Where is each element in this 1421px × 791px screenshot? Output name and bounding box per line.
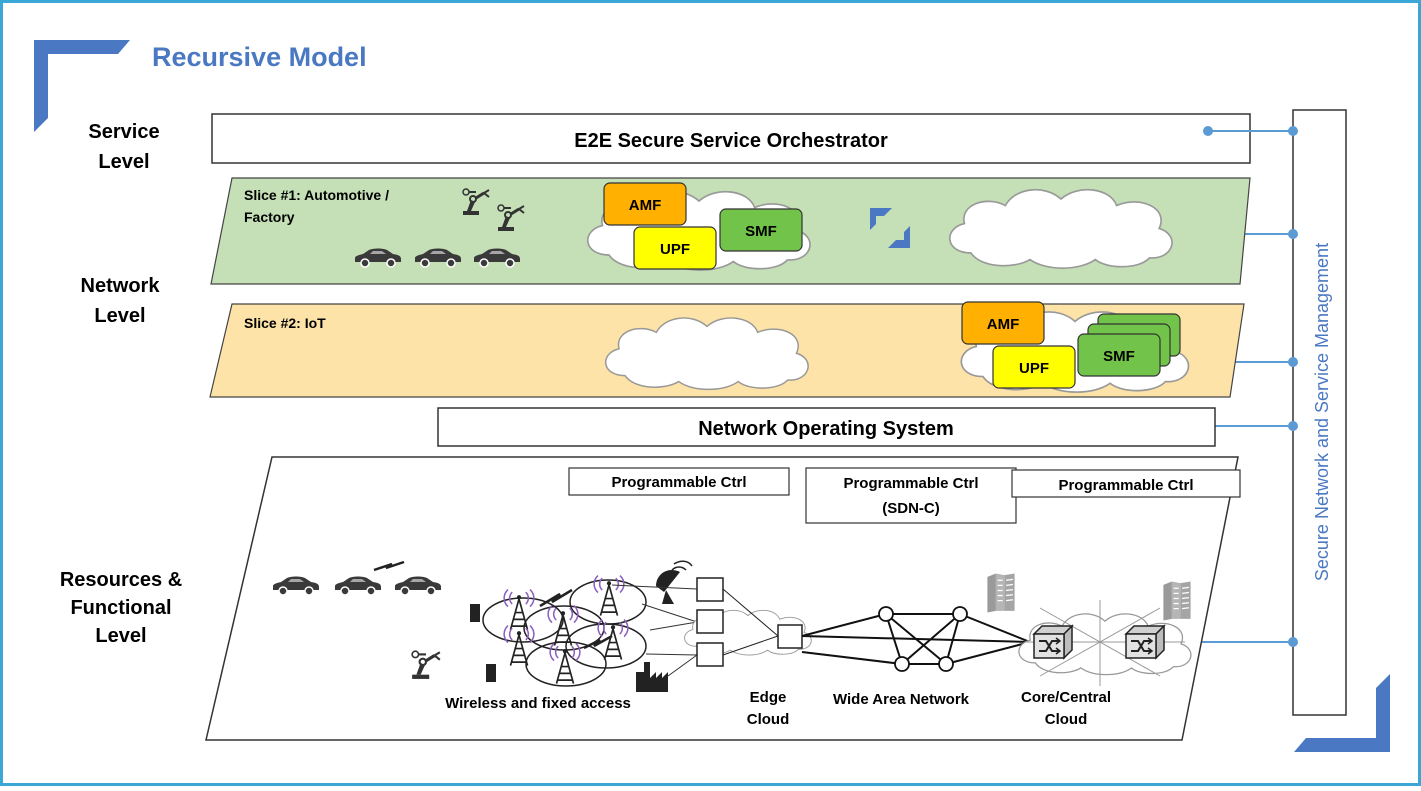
lightning-icon [373, 560, 405, 572]
network-level-label: Network Level [81, 275, 161, 327]
svg-text:SMF: SMF [745, 223, 777, 240]
network-operating-system-label: Network Operating System [698, 418, 954, 440]
svg-text:AMF: AMF [629, 197, 662, 214]
svg-text:Slice #1: Automotive /: Slice #1: Automotive / [244, 187, 389, 203]
svg-text:Level: Level [94, 305, 145, 327]
svg-text:UPF: UPF [1019, 360, 1049, 377]
management-label: Secure Network and Service Management [1312, 243, 1332, 581]
svg-text:Programmable Ctrl: Programmable Ctrl [611, 474, 746, 491]
diagram-title: Recursive Model [152, 42, 367, 72]
svg-text:Functional: Functional [70, 597, 171, 619]
svg-text:Edge: Edge [750, 689, 787, 706]
svg-text:UPF: UPF [660, 241, 690, 258]
e2e-orchestrator-label: E2E Secure Service Orchestrator [574, 130, 888, 152]
top-left-bracket-icon [34, 40, 130, 132]
resources-level-label: Resources & Functional Level [60, 569, 182, 647]
core-switch-icon [1033, 625, 1073, 659]
svg-text:Cloud: Cloud [747, 711, 790, 728]
svg-text:Slice #2: IoT: Slice #2: IoT [244, 315, 326, 331]
phone-icon [470, 604, 480, 622]
programmable-ctrl-sdn [805, 467, 1017, 524]
slice-2-amf [961, 301, 1045, 345]
svg-text:Wireless and fixed access: Wireless and fixed access [445, 695, 631, 712]
slice-2-smf [1077, 333, 1161, 377]
svg-text:(SDN-C): (SDN-C) [882, 500, 940, 517]
wan-links [801, 613, 1031, 665]
programmable-ctrl-right [1011, 469, 1241, 498]
slice-1-automotive-factory: Slice #1: Automotive / Factory AMF SMF U… [210, 177, 1251, 285]
svg-text:Level: Level [98, 151, 149, 173]
svg-text:SMF: SMF [1103, 348, 1135, 365]
slice-1-bracket-icon [870, 208, 892, 230]
slice-1-smf [719, 208, 803, 252]
svg-text:Network: Network [81, 275, 161, 297]
programmable-ctrl-left [568, 467, 790, 496]
network-operating-system-box [437, 407, 1216, 447]
svg-text:Service: Service [88, 121, 159, 143]
svg-text:Programmable Ctrl: Programmable Ctrl [843, 475, 978, 492]
svg-text:Resources &: Resources & [60, 569, 182, 591]
svg-text:Factory: Factory [244, 209, 295, 225]
wan-nodes [878, 606, 968, 672]
slice-2-upf [992, 345, 1076, 389]
resources-plane: Programmable Ctrl Programmable Ctrl (SDN… [205, 456, 1241, 741]
slice-1-amf [603, 182, 687, 226]
svg-text:Programmable Ctrl: Programmable Ctrl [1058, 477, 1193, 494]
slice-1-upf [633, 226, 717, 270]
svg-text:Core/Central: Core/Central [1021, 689, 1111, 706]
phone-icon [486, 664, 496, 682]
bottom-right-bracket-icon [1294, 674, 1390, 752]
factory-icon [636, 662, 668, 692]
slice-2-iot: Slice #2: IoT AMF SMF UPF [209, 301, 1245, 398]
svg-text:AMF: AMF [987, 316, 1020, 333]
e2e-orchestrator-box [211, 113, 1251, 164]
svg-text:Cloud: Cloud [1045, 711, 1088, 728]
service-level-label: Service Level [88, 121, 159, 173]
management-bar [1292, 109, 1347, 716]
svg-text:Level: Level [95, 625, 146, 647]
svg-text:Wide Area Network: Wide Area Network [833, 691, 970, 708]
satellite-dish-icon [656, 560, 693, 604]
